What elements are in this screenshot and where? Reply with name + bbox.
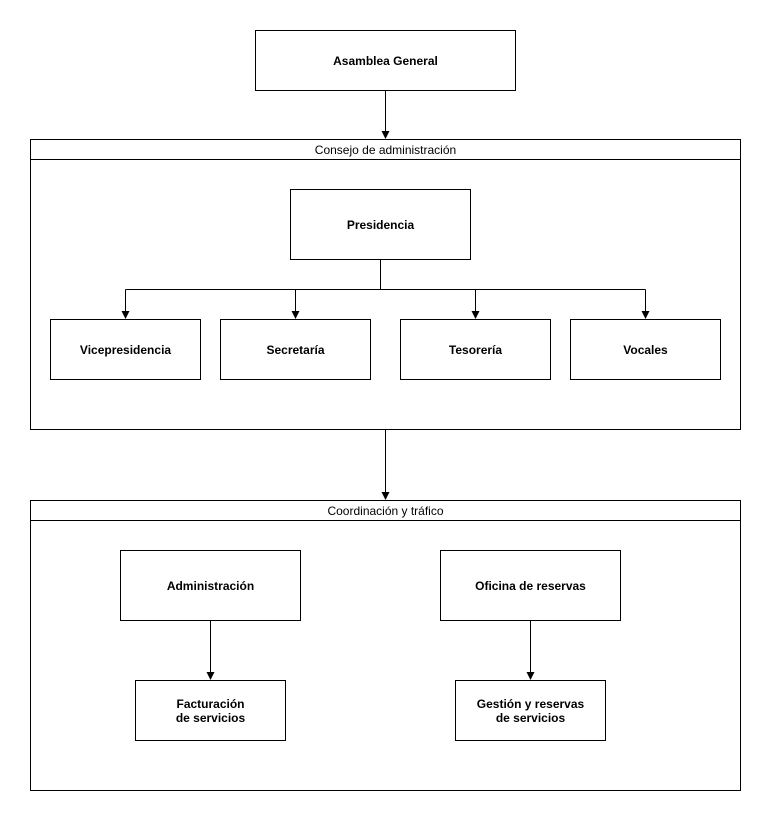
coordinacion-group: Coordinación y tráfico bbox=[30, 500, 741, 791]
consejo-group-title: Consejo de administración bbox=[31, 140, 740, 160]
vocales-node: Vocales bbox=[570, 319, 721, 380]
coordinacion-group-title: Coordinación y tráfico bbox=[31, 501, 740, 521]
vicepresidencia-node: Vicepresidencia bbox=[50, 319, 201, 380]
administracion-node: Administración bbox=[120, 550, 301, 621]
asamblea-general-node: Asamblea General bbox=[255, 30, 516, 91]
oficina-reservas-node: Oficina de reservas bbox=[440, 550, 621, 621]
facturacion-node: Facturación de servicios bbox=[135, 680, 286, 741]
consejo-group: Consejo de administración bbox=[30, 139, 741, 430]
secretaria-node: Secretaría bbox=[220, 319, 371, 380]
tesoreria-node: Tesorería bbox=[400, 319, 551, 380]
presidencia-node: Presidencia bbox=[290, 189, 471, 260]
gestion-reservas-node: Gestión y reservas de servicios bbox=[455, 680, 606, 741]
